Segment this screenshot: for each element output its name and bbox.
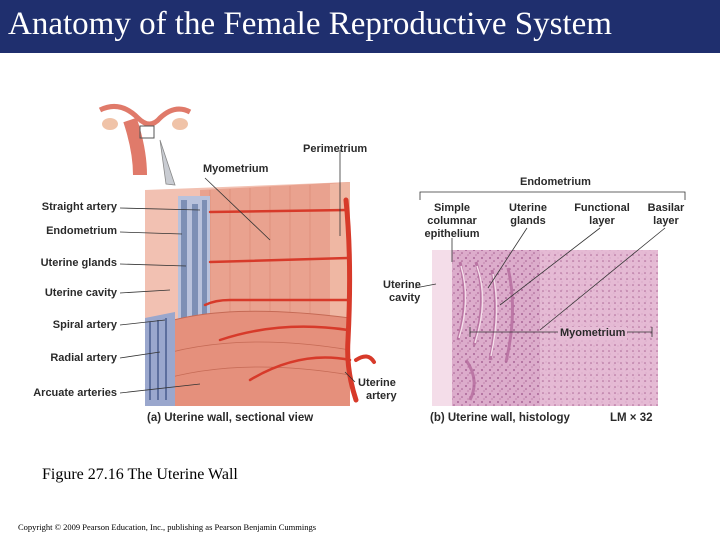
label-spiral-artery: Spiral artery xyxy=(20,319,117,332)
label-uterine-cavity-a: Uterine cavity xyxy=(20,287,117,300)
label-straight-artery: Straight artery xyxy=(20,201,117,214)
label-uterine-glands-a: Uterine glands xyxy=(20,257,117,270)
label-endometrium-a: Endometrium xyxy=(20,225,117,238)
label-myometrium: Myometrium xyxy=(203,163,268,176)
panel-b-caption: (b) Uterine wall, histology xyxy=(430,412,570,424)
label-uterine-artery-line2: artery xyxy=(366,390,397,403)
magnification-label: LM × 32 xyxy=(610,412,653,424)
label-basilar-line1: Basilar xyxy=(640,202,692,215)
label-simple-line2: columnar xyxy=(420,215,484,228)
label-cavity-b-line2: cavity xyxy=(389,292,420,305)
label-glands-b-line2: glands xyxy=(500,215,556,228)
uterus-inset-thumbnail xyxy=(96,102,190,190)
label-simple-line1: Simple xyxy=(420,202,484,215)
figure-caption: Figure 27.16 The Uterine Wall xyxy=(42,466,238,484)
label-cavity-b-line1: Uterine xyxy=(383,279,421,292)
label-radial-artery: Radial artery xyxy=(20,352,117,365)
label-functional-line2: layer xyxy=(568,215,636,228)
label-perimetrium: Perimetrium xyxy=(303,143,367,156)
label-functional-line1: Functional xyxy=(568,202,636,215)
label-endometrium-b: Endometrium xyxy=(520,176,591,189)
copyright-notice: Copyright © 2009 Pearson Education, Inc.… xyxy=(18,522,316,532)
label-glands-b-line1: Uterine xyxy=(500,202,556,215)
label-uterine-artery-line1: Uterine xyxy=(358,377,396,390)
label-simple-line3: epithelium xyxy=(420,228,484,241)
label-myometrium-b: Myometrium xyxy=(558,327,627,340)
panel-a-caption: (a) Uterine wall, sectional view xyxy=(147,412,313,424)
label-basilar-line2: layer xyxy=(640,215,692,228)
label-arcuate-arteries: Arcuate arteries xyxy=(20,387,117,400)
